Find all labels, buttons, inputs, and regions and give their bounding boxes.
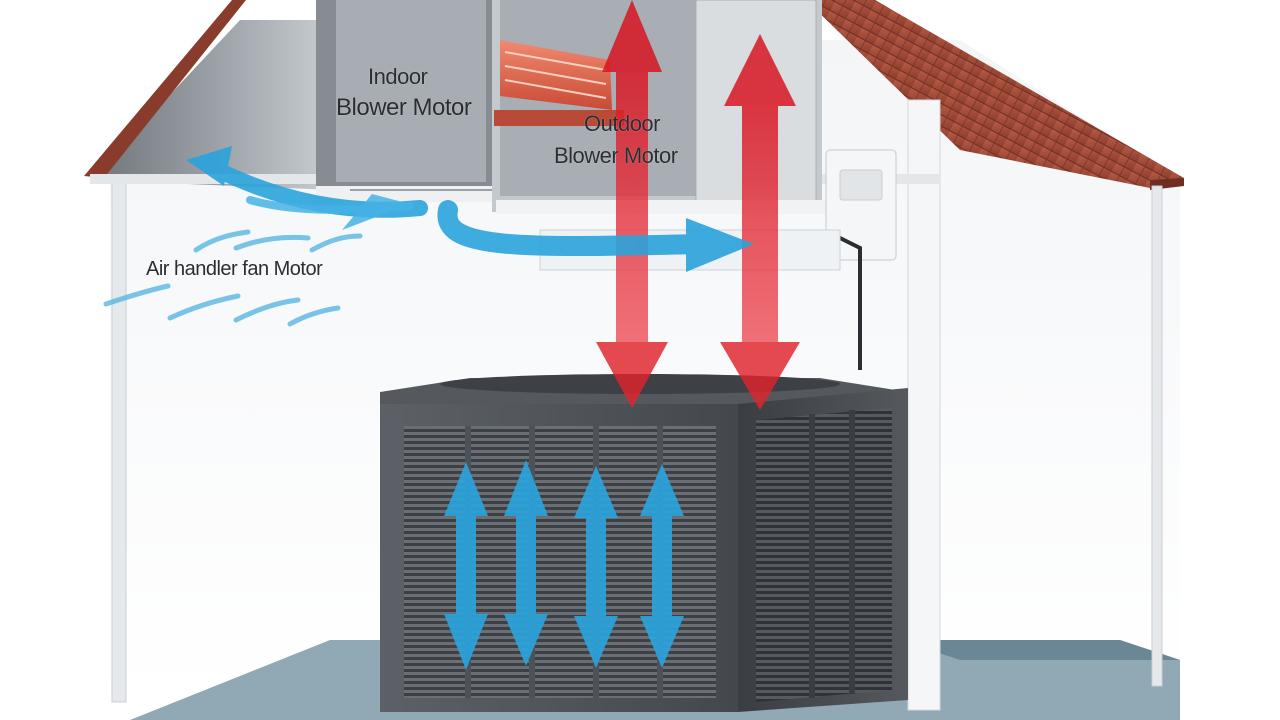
airflow-arrow-right bbox=[437, 200, 754, 272]
outdoor-blower-label-line2: Blower Motor bbox=[554, 143, 678, 168]
outdoor-blower-label-line1: Outdoor bbox=[584, 111, 661, 136]
thermostat-box bbox=[825, 149, 897, 370]
cool-air-arrow-1 bbox=[444, 462, 488, 670]
cool-air-arrow-2 bbox=[504, 460, 548, 666]
left-wall-post bbox=[111, 181, 127, 703]
center-wall-post bbox=[907, 99, 941, 711]
air-streaks bbox=[103, 229, 363, 327]
warm-air-arrow-2 bbox=[720, 34, 800, 410]
warm-air-arrow-1 bbox=[596, 0, 668, 408]
roof-right bbox=[806, 0, 1184, 188]
heating-coil bbox=[494, 40, 624, 126]
air-handler-fan-label: Air handler fan Motor bbox=[146, 258, 323, 280]
floor-edge bbox=[900, 640, 1180, 660]
cool-air-arrow-3 bbox=[574, 466, 618, 668]
indoor-air-handler bbox=[316, 0, 516, 202]
indoor-blower-label-line2: Blower Motor bbox=[336, 94, 472, 121]
airflow-arrow-upper bbox=[246, 194, 414, 230]
right-wall-post bbox=[1151, 185, 1163, 687]
cool-air-arrow-4 bbox=[640, 464, 684, 668]
indoor-blower-label-line1: Indoor bbox=[368, 64, 428, 89]
attic-interior bbox=[90, 20, 335, 190]
roof-left bbox=[84, 0, 246, 178]
